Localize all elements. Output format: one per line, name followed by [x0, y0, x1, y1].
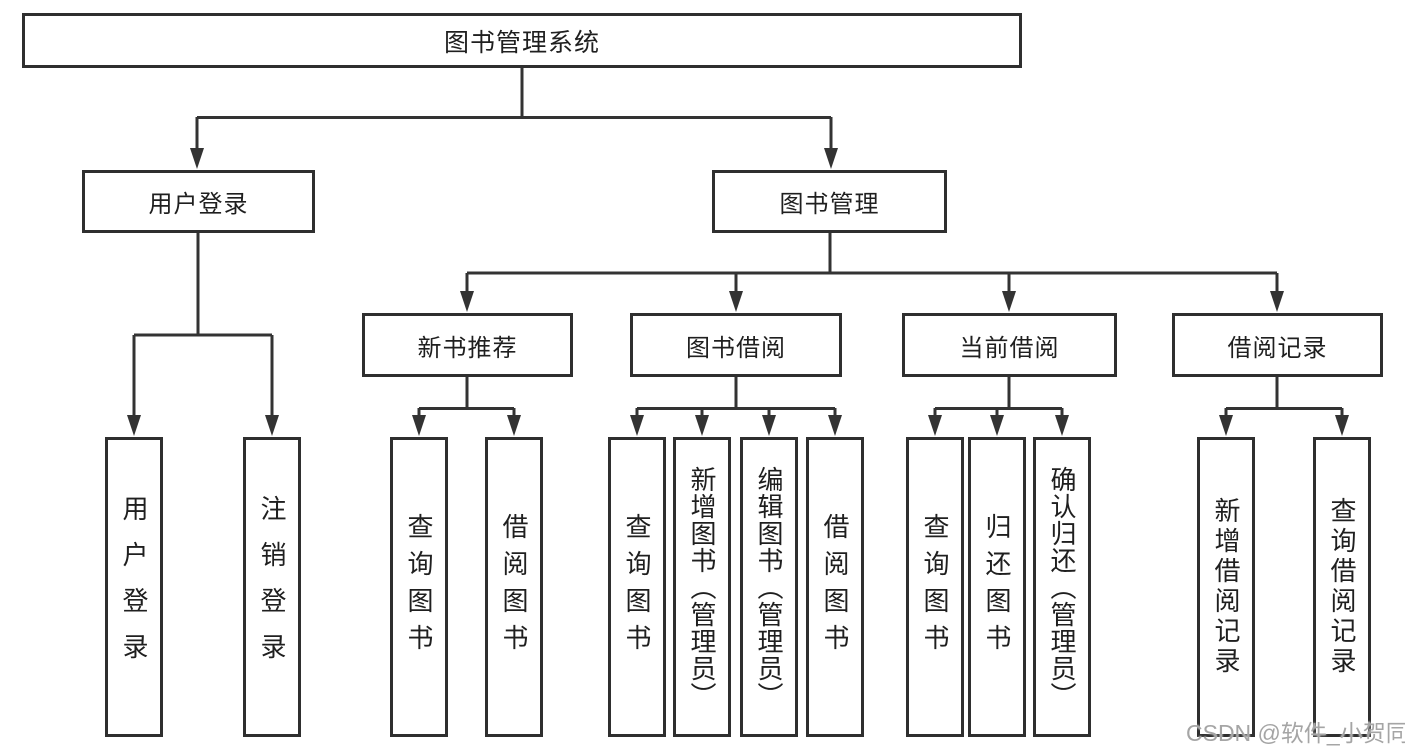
node-label: 当前借阅 [959, 334, 1060, 362]
leaf-borrow-books-recommend: 借阅图书 [485, 437, 543, 737]
leaf-label: 查询图书 [920, 513, 950, 661]
node-library-management-system: 图书管理系统 [22, 13, 1022, 68]
node-label: 图书管理系统 [443, 28, 600, 57]
node-book-management: 图书管理 [712, 170, 947, 233]
leaf-label: 新增图书（管理员） [687, 465, 717, 709]
leaf-query-books-borrow: 查询图书 [608, 437, 666, 737]
node-borrow-records: 借阅记录 [1172, 313, 1383, 377]
node-label: 用户登录 [148, 191, 249, 218]
leaf-user-login: 用户登录 [105, 437, 163, 737]
leaf-query-books-recommend: 查询图书 [390, 437, 448, 737]
leaf-label: 确认归还（管理员） [1047, 465, 1077, 709]
node-label: 新书推荐 [417, 334, 518, 362]
leaf-query-books-current: 查询图书 [906, 437, 964, 737]
node-book-borrow: 图书借阅 [630, 313, 842, 377]
leaf-edit-books-admin: 编辑图书（管理员） [740, 437, 798, 737]
node-label: 图书借阅 [686, 334, 786, 362]
leaf-label: 编辑图书（管理员） [754, 465, 784, 709]
leaf-add-books-admin: 新增图书（管理员） [673, 437, 731, 737]
leaf-label: 借阅图书 [499, 513, 529, 661]
csdn-watermark: CSDN @软件_小贺同学 [1186, 720, 1405, 746]
node-new-book-recommend: 新书推荐 [362, 313, 573, 377]
leaf-label: 注销登录 [257, 495, 287, 679]
leaf-label: 查询图书 [622, 513, 652, 661]
arrowhead-icons [127, 148, 1349, 436]
node-label: 图书管理 [779, 191, 880, 218]
leaf-label: 查询借阅记录 [1327, 497, 1357, 677]
leaf-label: 借阅图书 [820, 513, 850, 661]
node-user-login: 用户登录 [82, 170, 315, 233]
leaf-label: 查询图书 [404, 513, 434, 661]
node-label: 借阅记录 [1227, 334, 1328, 362]
leaf-label: 归还图书 [982, 513, 1012, 661]
leaf-logout: 注销登录 [243, 437, 301, 737]
leaf-label: 用户登录 [119, 495, 149, 679]
leaf-confirm-return-admin: 确认归还（管理员） [1033, 437, 1091, 737]
leaf-label: 新增借阅记录 [1211, 497, 1241, 677]
leaf-query-borrow-record: 查询借阅记录 [1313, 437, 1371, 737]
leaf-borrow-books: 借阅图书 [806, 437, 864, 737]
leaf-return-books: 归还图书 [968, 437, 1026, 737]
node-current-borrow: 当前借阅 [902, 313, 1117, 377]
leaf-add-borrow-record: 新增借阅记录 [1197, 437, 1255, 737]
